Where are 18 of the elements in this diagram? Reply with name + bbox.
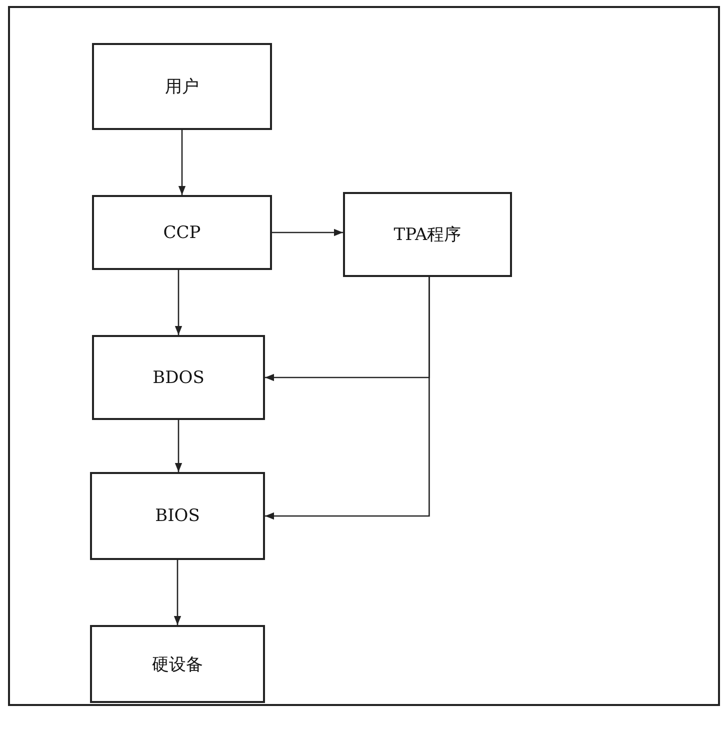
- box-label: TPA程序: [394, 224, 462, 246]
- process-box: [90, 472, 265, 560]
- process-box: [343, 192, 512, 277]
- box-label: CCP: [163, 222, 201, 242]
- arrow: [178, 130, 186, 195]
- arrow: [265, 277, 430, 520]
- process-box: [92, 195, 272, 270]
- arrow: [174, 560, 182, 625]
- box-label: 用户: [165, 76, 199, 98]
- process-box: [92, 335, 265, 420]
- box-label: BDOS: [152, 368, 204, 388]
- arrow: [174, 420, 182, 472]
- arrow: [272, 228, 343, 236]
- box-label: BIOS: [155, 506, 200, 526]
- process-box: [90, 625, 265, 703]
- arrow: [174, 270, 182, 335]
- box-label: 硬设备: [152, 654, 203, 676]
- process-box: [92, 43, 272, 130]
